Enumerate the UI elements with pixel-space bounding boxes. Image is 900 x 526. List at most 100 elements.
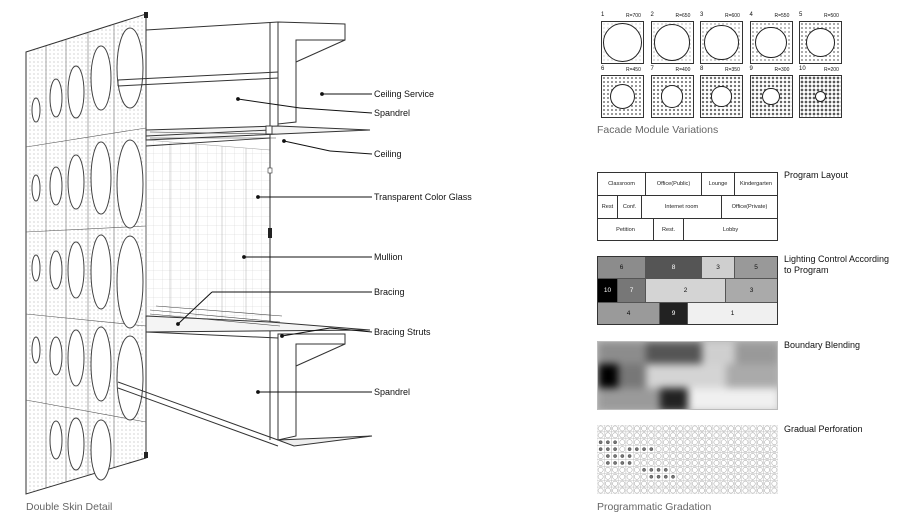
perforation-hole: [633, 467, 640, 473]
label-spandrel-top: Spandrel: [374, 108, 411, 118]
perforation-hole: [699, 473, 705, 480]
perforation-hole: [612, 425, 618, 432]
facade-module: [799, 21, 842, 64]
program-cell: Internet room: [642, 196, 722, 219]
perforation-hole: [620, 454, 625, 458]
perforation-hole: [605, 480, 611, 487]
facade-module: [700, 21, 743, 64]
module-radius: R=600: [725, 13, 740, 19]
module-hole: [806, 28, 835, 57]
perforation-hole: [735, 425, 742, 432]
perforation-hole: [771, 460, 778, 466]
module-number: 6: [601, 66, 605, 72]
module-radius: R=450: [626, 67, 641, 73]
perforation-hole: [626, 439, 633, 446]
perforation-hole: [606, 461, 610, 465]
module-radius: R=550: [774, 13, 790, 19]
module-hole: [602, 22, 643, 63]
perforation-hole: [771, 432, 778, 439]
perforation-hole: [757, 460, 763, 466]
perforation-hole: [613, 454, 617, 458]
perforation-hole: [691, 480, 698, 487]
perforation-hole: [627, 454, 632, 458]
perforation-hole: [606, 454, 610, 458]
perforation-hole: [691, 453, 698, 459]
perforation-hole: [677, 487, 684, 494]
label-bracing-struts: Bracing Struts: [374, 327, 431, 337]
perforation-hole: [771, 439, 778, 446]
perforation-hole: [757, 473, 763, 480]
perforation-hole: [706, 439, 713, 446]
perforation-hole: [633, 432, 640, 439]
perforation-hole: [706, 480, 713, 487]
perforation-hole: [605, 473, 611, 480]
perforation-hole: [626, 487, 633, 494]
perforation-hole: [627, 447, 632, 451]
perforation-hole: [619, 432, 626, 439]
perforation-hole: [728, 446, 734, 452]
title-program-layout: Program Layout: [784, 170, 849, 180]
perforation-hole: [619, 446, 626, 452]
module-radius: R=700: [626, 13, 641, 19]
perforation-hole: [742, 467, 749, 473]
caption-facade-modules: Facade Module Variations: [597, 124, 719, 136]
perforation-hole: [642, 468, 646, 472]
perforation-hole: [612, 487, 618, 494]
perforation-hole: [619, 473, 626, 480]
perforation-hole: [742, 487, 749, 494]
perforation-hole: [684, 446, 691, 452]
perforation-hole: [720, 473, 727, 480]
lighting-cell: 7: [618, 279, 646, 303]
module-radius: R=300: [774, 67, 790, 73]
perforation-hole: [649, 474, 654, 479]
perforation-hole: [677, 446, 684, 452]
perforation-hole: [684, 432, 691, 439]
label-bracing: Bracing: [374, 287, 405, 297]
gradual-perforation-grid: [597, 425, 778, 494]
label-transparent-glass: Transparent Color Glass: [374, 192, 472, 202]
perforation-hole: [648, 460, 655, 466]
perforation-hole: [728, 425, 734, 432]
perforation-hole: [633, 480, 640, 487]
lighting-cell: 2: [646, 279, 726, 303]
perforation-hole: [641, 460, 647, 466]
title-lighting-line-1: Lighting Control According: [784, 254, 890, 264]
facade-module: [799, 75, 842, 118]
module-number: 4: [749, 12, 753, 18]
perforation-hole: [749, 473, 756, 480]
perforation-hole: [606, 440, 610, 445]
perforation-hole: [633, 473, 640, 480]
perforation-hole: [626, 473, 633, 480]
perforation-hole: [728, 467, 734, 473]
perforation-hole: [735, 460, 742, 466]
perforation-hole: [641, 453, 647, 459]
perforation-hole: [619, 467, 626, 473]
perforation-hole: [684, 487, 691, 494]
perforation-hole: [619, 425, 626, 432]
perforation-hole: [619, 487, 626, 494]
perforation-hole: [598, 447, 603, 451]
lighting-cell: 3: [726, 279, 777, 303]
perforation-hole: [648, 453, 655, 459]
perforation-hole: [706, 446, 713, 452]
lighting-cell: 5: [735, 257, 777, 279]
perforation-hole: [655, 439, 662, 446]
perforation-hole: [641, 432, 647, 439]
perforation-hole: [641, 480, 647, 487]
perforation-hole: [691, 446, 698, 452]
perforation-hole: [764, 480, 770, 487]
lighting-cell: 4: [598, 303, 660, 324]
perforation-hole: [691, 487, 698, 494]
perforation-hole: [613, 461, 617, 465]
perforation-hole: [670, 467, 676, 473]
perforation-hole: [598, 440, 603, 445]
facade-module: [749, 75, 793, 118]
perforation-hole: [720, 425, 727, 432]
perforation-hole: [613, 447, 617, 451]
perforation-hole: [642, 447, 646, 451]
double-skin-drawing: [25, 12, 373, 495]
perforation-hole: [699, 453, 705, 459]
perforation-hole: [655, 460, 662, 466]
perforation-hole: [633, 453, 640, 459]
perforation-hole: [641, 425, 647, 432]
